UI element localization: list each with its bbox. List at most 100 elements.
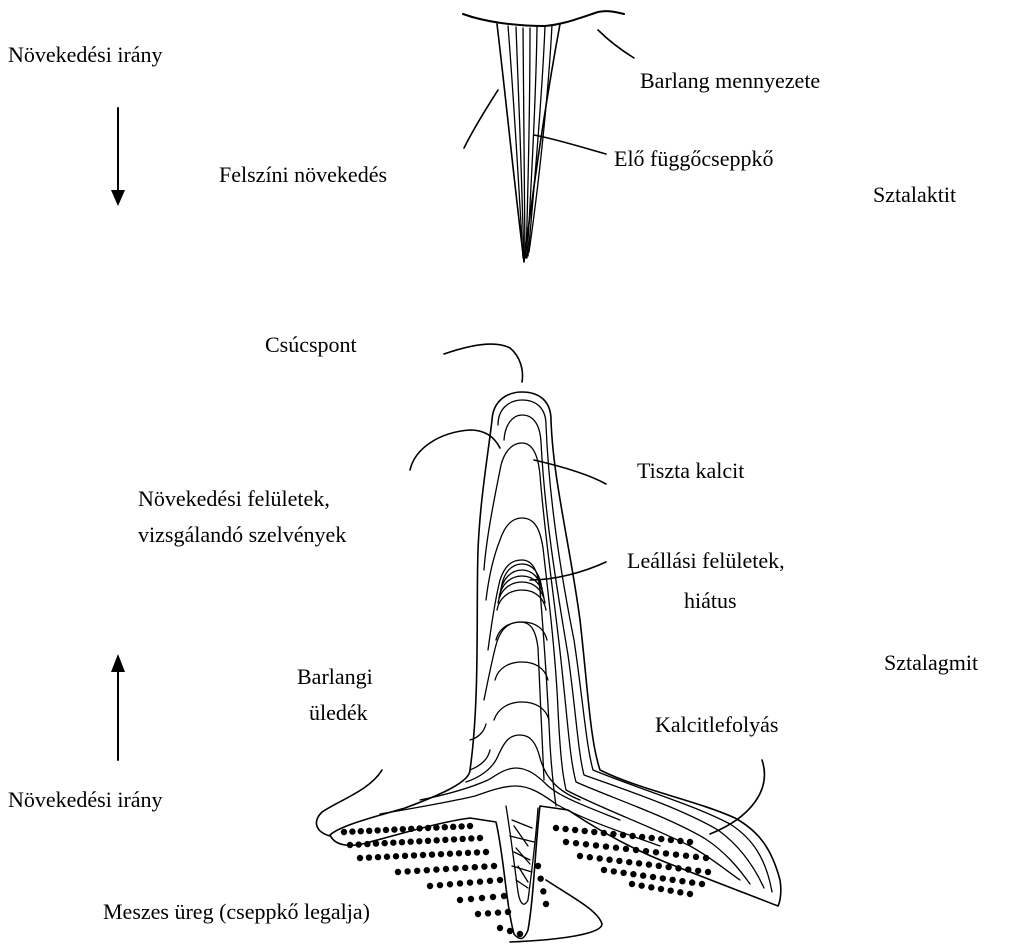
sediment-dot bbox=[483, 849, 489, 855]
sediment-dot bbox=[687, 891, 693, 897]
sediment-dot bbox=[626, 859, 632, 865]
sediment-dot bbox=[383, 827, 389, 833]
sediment-dot bbox=[404, 868, 410, 874]
sediment-dot bbox=[420, 852, 426, 858]
sediment-dot bbox=[629, 881, 635, 887]
sediment-dot bbox=[457, 880, 463, 886]
sediment-dot bbox=[399, 839, 405, 845]
sediment-dot bbox=[593, 842, 599, 848]
sediment-dot bbox=[347, 842, 353, 848]
sediment-dot bbox=[553, 825, 559, 831]
sediment-dot bbox=[583, 841, 589, 847]
sediment-dot bbox=[650, 874, 656, 880]
sediment-dot bbox=[660, 875, 666, 881]
sediment-dot bbox=[620, 870, 626, 876]
leader-flowstone bbox=[710, 760, 764, 834]
sediment-dot bbox=[667, 887, 673, 893]
sediment-dot bbox=[384, 854, 390, 860]
sediment-dot bbox=[447, 881, 453, 887]
sediment-dot bbox=[572, 827, 578, 833]
sediment-dot bbox=[543, 901, 549, 907]
sediment-dot bbox=[675, 865, 681, 871]
growth-surfaces-label-line2: vizsgálandó szelvények bbox=[138, 520, 346, 550]
sediment-dot bbox=[381, 840, 387, 846]
sediment-dot bbox=[390, 839, 396, 845]
sediment-dot bbox=[411, 852, 417, 858]
stalactite-growth-lines bbox=[508, 25, 552, 258]
sediment-dot bbox=[373, 840, 379, 846]
sediment-dot bbox=[633, 847, 639, 853]
sediment-dot bbox=[601, 867, 607, 873]
sediment-dot bbox=[703, 855, 709, 861]
leader-cavity bbox=[510, 880, 602, 942]
sediment-dot bbox=[505, 909, 511, 915]
sediment-dot bbox=[474, 849, 480, 855]
sediment-dot bbox=[358, 828, 364, 834]
sediment-dot bbox=[459, 836, 465, 842]
sediment-dot bbox=[364, 841, 370, 847]
surface-growth-label: Felszíni növekedés bbox=[219, 160, 387, 190]
sediment-dot bbox=[629, 833, 635, 839]
sediment-dot bbox=[487, 878, 493, 884]
sediment-dot bbox=[540, 888, 546, 894]
sediment-dot bbox=[393, 853, 399, 859]
sediment-dot bbox=[425, 838, 431, 844]
sediment-dot bbox=[517, 931, 523, 937]
sediment-dot bbox=[497, 877, 503, 883]
sediment-dot bbox=[623, 846, 629, 852]
sediment-dot bbox=[433, 837, 439, 843]
sediment-dot bbox=[395, 869, 401, 875]
sediment-dot bbox=[490, 894, 496, 900]
leader-surface-growth bbox=[464, 90, 498, 148]
leader-cave-ceiling bbox=[598, 30, 634, 58]
sediment-dot bbox=[603, 843, 609, 849]
sediment-dot bbox=[638, 882, 644, 888]
sediment-dot bbox=[653, 849, 659, 855]
sediment-dot bbox=[616, 858, 622, 864]
sediment-dot bbox=[683, 853, 689, 859]
sediment-dot bbox=[497, 925, 503, 931]
sediment-dot bbox=[467, 823, 473, 829]
sediment-dot bbox=[677, 889, 683, 895]
growth-arrow-down-head bbox=[111, 190, 125, 206]
sediment-dot bbox=[452, 865, 458, 871]
sediment-dot bbox=[668, 837, 674, 843]
sediment-dot bbox=[507, 928, 513, 934]
sediment-dot bbox=[437, 882, 443, 888]
sediment-dot bbox=[485, 910, 491, 916]
flowstone-label: Kalcitlefolyás bbox=[655, 710, 778, 740]
sediment-dot bbox=[357, 855, 363, 861]
stalagmite-drawing bbox=[111, 344, 781, 942]
leader-hiatus bbox=[530, 562, 606, 580]
cave-sediment-label-line2: üledék bbox=[309, 698, 368, 728]
sediment-dot bbox=[391, 826, 397, 832]
sediment-dot bbox=[535, 863, 541, 869]
sediment-dot bbox=[475, 911, 481, 917]
cave-ceiling-label: Barlang mennyezete bbox=[640, 66, 820, 96]
sediment-dot bbox=[699, 881, 705, 887]
apex-label: Csúcspont bbox=[265, 330, 357, 360]
sediment-dot bbox=[643, 848, 649, 854]
sediment-dot bbox=[582, 828, 588, 834]
sediment-dot bbox=[640, 872, 646, 878]
sediment-dot bbox=[467, 879, 473, 885]
sediment-dot bbox=[366, 854, 372, 860]
sediment-dot bbox=[611, 868, 617, 874]
sediment-dot bbox=[587, 854, 593, 860]
sediment-dot bbox=[355, 841, 361, 847]
stalagmite-title: Sztalagmit bbox=[884, 648, 978, 678]
sediment-dot bbox=[416, 825, 422, 831]
sediment-dot bbox=[458, 823, 464, 829]
hiatus-label-line2: hiátus bbox=[684, 586, 737, 616]
cave-sediment-label-line1: Barlangi bbox=[297, 662, 373, 692]
sediment-dot bbox=[429, 851, 435, 857]
sediment-dot bbox=[630, 871, 636, 877]
sediment-dot bbox=[693, 854, 699, 860]
sediment-dot bbox=[481, 863, 487, 869]
sediment-dot bbox=[472, 864, 478, 870]
sediment-dot bbox=[658, 886, 664, 892]
sediment-dot bbox=[665, 864, 671, 870]
sediment-dot bbox=[425, 825, 431, 831]
sediment-dot bbox=[695, 868, 701, 874]
